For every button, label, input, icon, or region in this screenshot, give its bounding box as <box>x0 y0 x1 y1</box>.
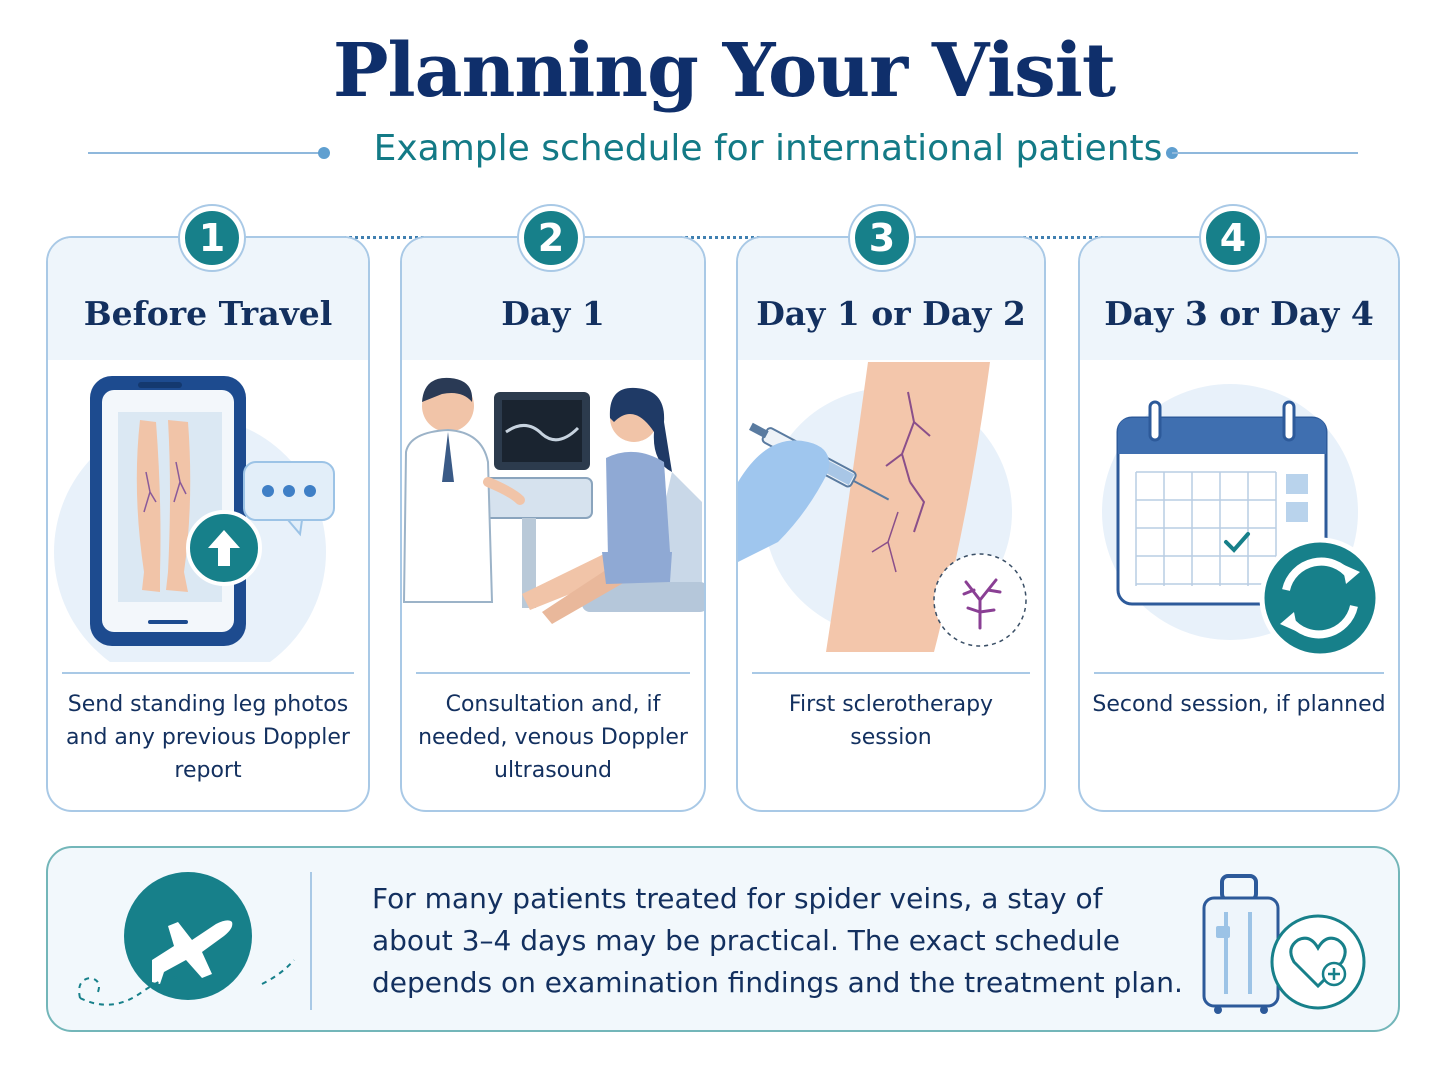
calendar-repeat-icon <box>1080 362 1398 782</box>
info-footer: For many patients treated for spider vei… <box>46 846 1400 1032</box>
step-connector-1-2 <box>258 236 508 239</box>
step-connector-3-4 <box>934 236 1188 239</box>
step-badge-3: 3 <box>850 206 914 270</box>
step-title: Day 1 <box>501 294 605 333</box>
step-badge-2: 2 <box>519 206 583 270</box>
step-description: Consultation and, if needed, venous Dopp… <box>418 692 688 783</box>
injection-icon <box>738 362 1044 782</box>
step-description: Send standing leg photos and any previou… <box>66 692 350 783</box>
card-divider <box>62 672 354 674</box>
step-card-day-1: Day 1 Consultation and, if needed, venou… <box>400 236 706 812</box>
step-card-before-travel: Before Travel Send standing leg photos a… <box>46 236 370 812</box>
card-divider <box>752 672 1030 674</box>
airplane-icon <box>72 864 302 1024</box>
step-title: Day 3 or Day 4 <box>1104 294 1374 333</box>
step-connector-2-3 <box>596 236 832 239</box>
page-subtitle: Example schedule for international patie… <box>373 128 1163 169</box>
step-title: Before Travel <box>83 294 333 333</box>
step-description: Second session, if planned <box>1092 692 1386 717</box>
phone-upload-icon <box>48 362 368 782</box>
subtitle-row: Example schedule for international patie… <box>88 128 1358 178</box>
step-badge-4: 4 <box>1201 206 1265 270</box>
page-title: Planning Your Visit <box>332 28 1116 114</box>
step-title: Day 1 or Day 2 <box>756 294 1026 333</box>
card-divider <box>416 672 690 674</box>
footer-divider <box>310 872 312 1010</box>
subtitle-dot-left <box>318 147 330 159</box>
step-badge-1: 1 <box>180 206 244 270</box>
card-divider <box>1094 672 1384 674</box>
subtitle-line-right <box>1172 152 1358 154</box>
suitcase-heart-icon <box>1194 868 1374 1018</box>
subtitle-line-left <box>88 152 324 154</box>
footer-text: For many patients treated for spider vei… <box>372 882 1183 999</box>
step-card-day-3-or-4: Day 3 or Day 4 <box>1078 236 1400 812</box>
step-description: First sclerotherapy session <box>788 692 994 750</box>
ultrasound-consultation-icon <box>402 362 704 782</box>
step-card-day-1-or-2: Day 1 or Day 2 First sclerotherapy sessi… <box>736 236 1046 812</box>
